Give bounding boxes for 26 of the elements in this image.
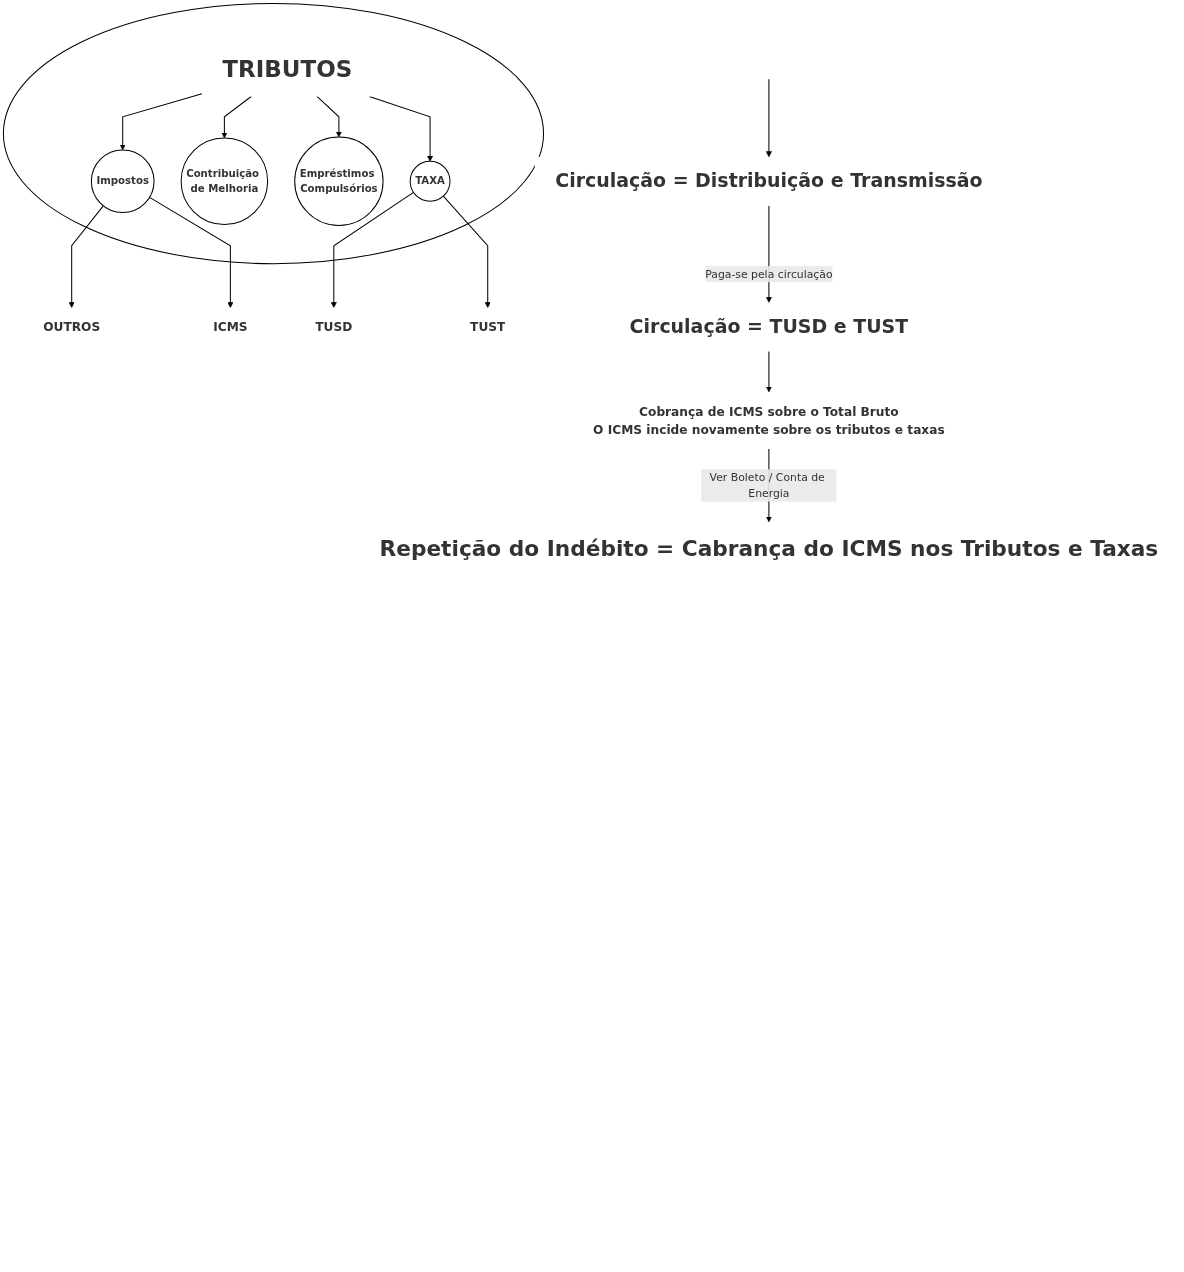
node-text: OUTROS (43, 319, 101, 335)
arrow (442, 195, 491, 308)
edge-label: Paga-se pela circulação (705, 267, 833, 281)
node-circle: Contribuição de Melhoria (180, 137, 269, 226)
arrow (368, 95, 434, 162)
arrow (68, 205, 104, 308)
node-text: TUSD (315, 319, 353, 335)
node-text: Repetição do Indébito = Cabrança do ICMS nos Tributos e Taxas (379, 535, 1159, 562)
node-text: TUST (470, 319, 506, 335)
edge-label: Ver Boleto / Conta de Energia (709, 470, 825, 500)
cluster (2, 2, 545, 265)
node-circle: TAXA (409, 160, 451, 202)
node-circle: Impostos (90, 149, 155, 214)
node-text: ICMS (213, 319, 248, 335)
arrow (149, 196, 234, 308)
node-circle: Empréstimos Compulsórios (294, 136, 384, 226)
node-text: Circulação = Distribuição e Transmissão (555, 169, 983, 193)
arrow (119, 93, 203, 151)
node-text: Circulação = TUSD e TUST (629, 315, 909, 338)
arrow (765, 78, 772, 158)
node-text: TRIBUTOS (222, 55, 353, 83)
arrow (221, 95, 252, 139)
arrow (765, 350, 772, 393)
node-text: Cobrança de ICMS sobre o Total Bruto O ICMS incide novamente sobre os tributos e taxas (593, 404, 945, 437)
arrow (330, 191, 415, 308)
arrow (316, 95, 342, 138)
